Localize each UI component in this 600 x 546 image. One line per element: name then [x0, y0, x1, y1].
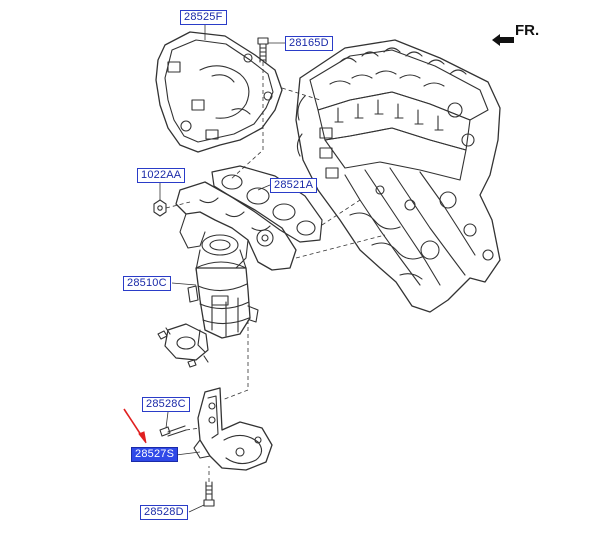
part-label-nut[interactable]: 1022AA: [137, 168, 186, 183]
guide-line-bolt-top: [229, 62, 264, 181]
part-label-manifold-converter[interactable]: 28510C: [123, 276, 171, 291]
guide-line-nut: [165, 201, 191, 209]
leader-bracket: [175, 451, 201, 456]
part-label-bolt-top[interactable]: 28165D: [285, 36, 333, 51]
part-label-bracket[interactable]: 28527S: [131, 447, 179, 462]
red-pointer-arrow-icon: [123, 408, 147, 444]
front-direction-arrow-icon: [492, 34, 514, 46]
guide-line-converter-bracket: [221, 320, 249, 401]
part-label-gasket[interactable]: 28521A: [270, 178, 318, 193]
manifold-converter-part: [157, 181, 297, 368]
guide-line-gasket-engine: [321, 199, 361, 226]
part-label-bolt-bracket[interactable]: 28528C: [142, 397, 190, 412]
guide-line-bracket-bolt: [185, 427, 201, 431]
leader-gasket: [257, 184, 271, 191]
part-label-bolt-bottom[interactable]: 28528D: [140, 505, 188, 520]
nut-part: [153, 199, 167, 217]
bolt-top-part: [257, 37, 269, 63]
leader-bolt-bracket: [165, 411, 169, 429]
front-direction-label: FR.: [515, 22, 540, 39]
bolt-bottom-part: [203, 481, 215, 507]
leader-bolt-bottom: [188, 504, 205, 513]
bracket-part: [193, 387, 273, 471]
guide-line-manifold-engine: [295, 234, 386, 259]
leader-manifold-converter: [171, 282, 197, 286]
engine-block: [295, 39, 501, 313]
heat-shield-part: [155, 31, 283, 153]
bolt-bracket-part: [159, 425, 187, 437]
part-label-heat-shield[interactable]: 28525F: [180, 10, 227, 25]
